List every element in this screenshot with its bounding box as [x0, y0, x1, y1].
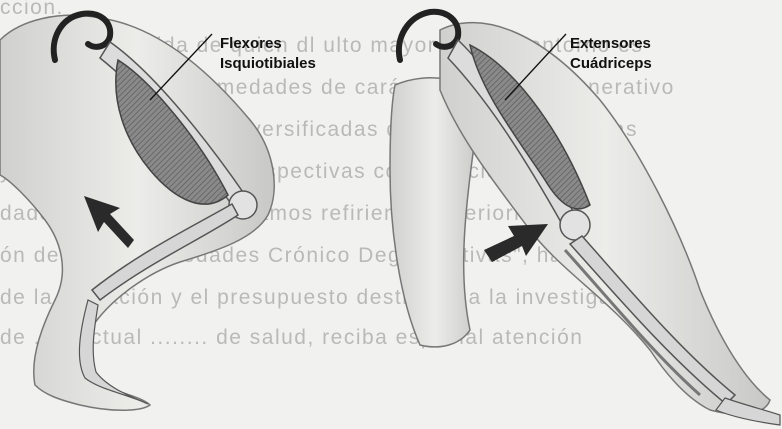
right-extension-arrow	[484, 224, 548, 262]
left-label-line2: Isquiotibiales	[220, 54, 316, 74]
right-knee	[560, 210, 590, 240]
left-label-line1: Flexores	[220, 34, 316, 54]
right-label-line1: Extensores	[570, 34, 652, 54]
right-muscle-label: Extensores Cuádriceps	[570, 34, 652, 74]
left-muscle-label: Flexores Isquiotibiales	[220, 34, 316, 74]
right-label-line2: Cuádriceps	[570, 54, 652, 74]
